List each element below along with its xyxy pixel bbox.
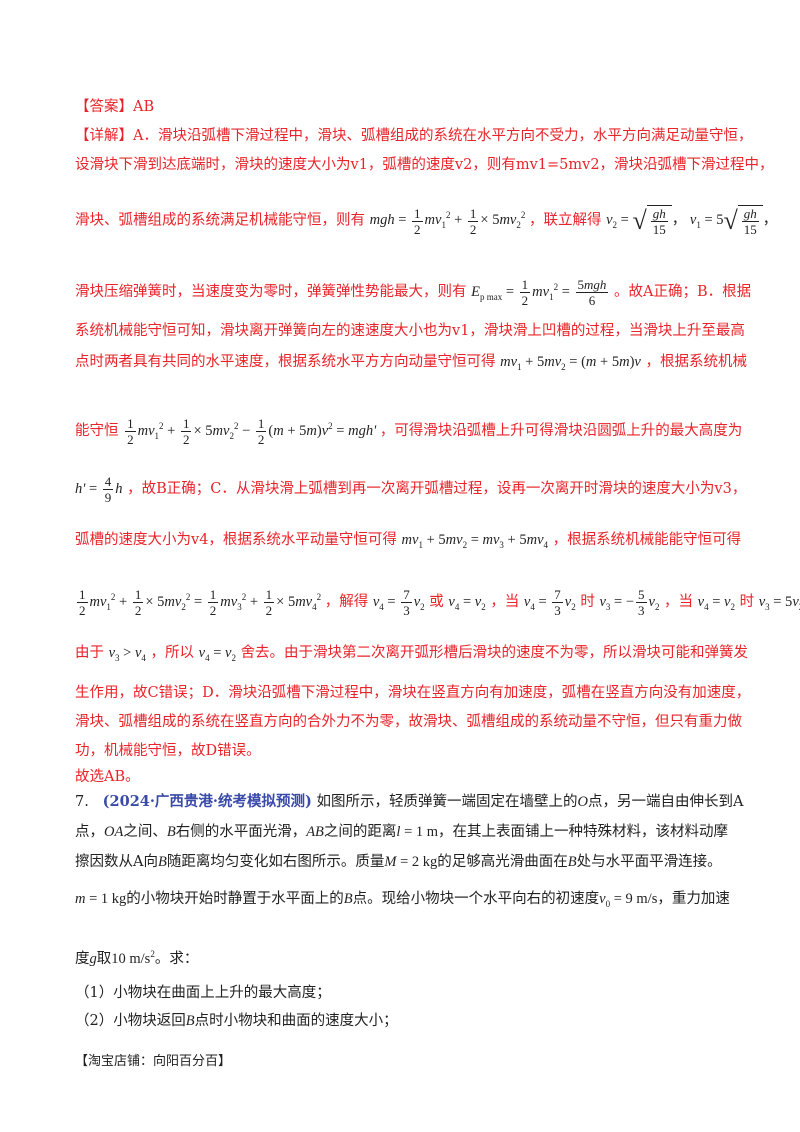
problem-line-5: 度g取10 m/s2。求： bbox=[75, 949, 199, 967]
detail-line-9: 弧槽的速度大小为v4，根据系统水平动量守恒可得 mv1 + 5mv2 = mv3… bbox=[75, 532, 742, 550]
detail-line-13: 滑块、弧槽组成的系统在竖直方向的合外力不为零，故滑块、弧槽组成的系统动量不守恒，… bbox=[75, 714, 742, 730]
detail-line-1: 【详解】A．滑块沿弧槽下滑过程中，滑块、弧槽组成的系统在水平方向不受力，水平方向… bbox=[75, 128, 753, 144]
detail-line-6: 点时两者具有共同的水平速度，根据系统水平方方向动量守恒可得 mv1 + 5mv2… bbox=[75, 354, 747, 372]
momentum-equation-2: mv1 + 5mv2 = mv3 + 5mv4 bbox=[401, 532, 549, 550]
detail-line-2: 设滑块下滑到达底端时，滑块的速度大小为v1，弧槽的速度v2，则有mv1=5mv2… bbox=[75, 157, 774, 173]
detail-line-11: 由于 v3 > v4 ，所以 v4 = v2 舍去。由于滑块第二次离开弧形槽后滑… bbox=[75, 645, 749, 663]
footer-store-label: 【淘宝店铺：向阳百分百】 bbox=[75, 1054, 232, 1069]
problem-line-2: 点，OA之间、B右侧的水平面光滑，AB之间的距离l = 1 m，在其上表面铺上一… bbox=[75, 824, 729, 840]
problem-line-1: 7. (2024·广西贵港·统考模拟预测) 如图所示，轻质弹簧一端固定在墙壁上的… bbox=[75, 793, 744, 810]
detail-line-12: 生作用，故C错误；D．滑块沿弧槽下滑过程中，滑块在竖直方向有加速度，弧槽在竖直方… bbox=[75, 685, 751, 701]
question-1: （1）小物块在曲面上上升的最大高度； bbox=[75, 985, 331, 1001]
problem-source: (2024·广西贵港·统考模拟预测) bbox=[102, 793, 312, 810]
detail-line-14: 功，机械能守恒，故D错误。 bbox=[75, 743, 261, 759]
question-2: （2）小物块返回B点时小物块和曲面的速度大小； bbox=[75, 1013, 398, 1029]
detail-line-5: 系统机械能守恒可知，滑块离开弹簧向左的速速度大小也为v1，滑块滑上凹槽的过程，当… bbox=[75, 323, 745, 339]
problem-line-3: 擦因数从A向B随距离均匀变化如右图所示。质量M = 2 kg的足够高光滑曲面在B… bbox=[75, 854, 722, 870]
answer-line: 【答案】AB bbox=[75, 99, 155, 115]
problem-line-4: m = 1 kg的小物块开始时静置于水平面上的B点。现给小物块一个水平向右的初速… bbox=[75, 891, 730, 909]
momentum-equation: mv1 + 5mv2 = (m + 5m)v bbox=[500, 354, 641, 372]
conclusion: 故选AB。 bbox=[75, 769, 140, 785]
